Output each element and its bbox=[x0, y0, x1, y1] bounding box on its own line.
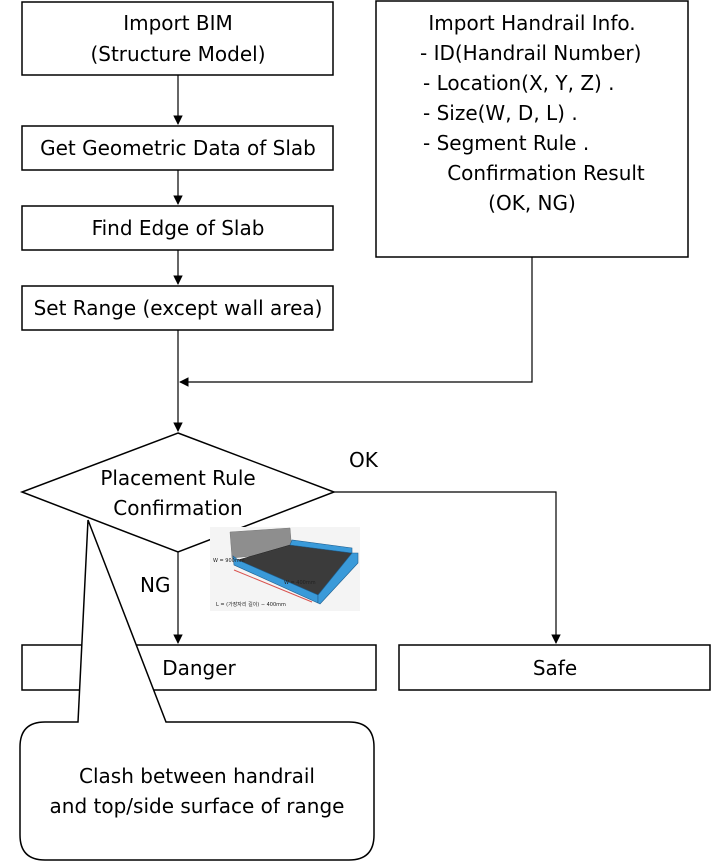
safe-box: Safe bbox=[398, 644, 711, 691]
import-bim-box: Import BIM (Structure Model) bbox=[21, 1, 334, 76]
ok-label: OK bbox=[349, 448, 379, 472]
import-handrail-box: Import Handrail Info. - ID(Handrail Numb… bbox=[375, 0, 689, 258]
handrail-info-location: - Location(X, Y, Z) . bbox=[423, 71, 615, 95]
handrail-info-id: - ID(Handrail Number) bbox=[420, 41, 641, 65]
set-range-box: Set Range (except wall area) bbox=[21, 285, 334, 331]
arrow-decision-to-safe bbox=[334, 491, 561, 644]
import-bim-line-1: Import BIM bbox=[123, 11, 233, 35]
figure-label-w2: W = 400mm bbox=[284, 580, 316, 586]
danger-box: Danger bbox=[21, 644, 377, 691]
get-geometric-data-label: Get Geometric Data of Slab bbox=[40, 136, 316, 160]
handrail-info-size: - Size(W, D, L) . bbox=[423, 101, 578, 125]
callout-line-2: and top/side surface of range bbox=[50, 794, 345, 818]
danger-label: Danger bbox=[162, 656, 236, 680]
figure-label-l: L = (가장자리 길이) − 400mm bbox=[216, 601, 286, 608]
get-geometric-data-box: Get Geometric Data of Slab bbox=[21, 125, 334, 171]
find-edge-box: Find Edge of Slab bbox=[21, 205, 334, 251]
placement-rule-line-1: Placement Rule bbox=[100, 466, 255, 490]
handrail-info-confirmation: Confirmation Result bbox=[447, 161, 645, 185]
import-bim-line-2: (Structure Model) bbox=[90, 42, 265, 66]
find-edge-label: Find Edge of Slab bbox=[92, 216, 265, 240]
clash-callout: Clash between handrail and top/side surf… bbox=[19, 519, 375, 861]
ng-label: NG bbox=[140, 573, 170, 597]
handrail-info-ok-ng: (OK, NG) bbox=[488, 191, 576, 215]
handrail-info-segment: - Segment Rule . bbox=[423, 131, 589, 155]
placement-rule-decision: Placement Rule Confirmation bbox=[19, 432, 337, 553]
set-range-label: Set Range (except wall area) bbox=[34, 296, 323, 320]
handrail-illustration: W = 900mm W = 400mm L = (가장자리 길이) − 400m… bbox=[210, 527, 360, 611]
placement-rule-line-2: Confirmation bbox=[113, 496, 242, 520]
safe-label: Safe bbox=[533, 656, 577, 680]
callout-line-1: Clash between handrail bbox=[79, 764, 315, 788]
arrow-handrail-to-flow bbox=[179, 257, 533, 387]
handrail-info-title: Import Handrail Info. bbox=[428, 11, 635, 35]
figure-label-w: W = 900mm bbox=[213, 558, 245, 564]
